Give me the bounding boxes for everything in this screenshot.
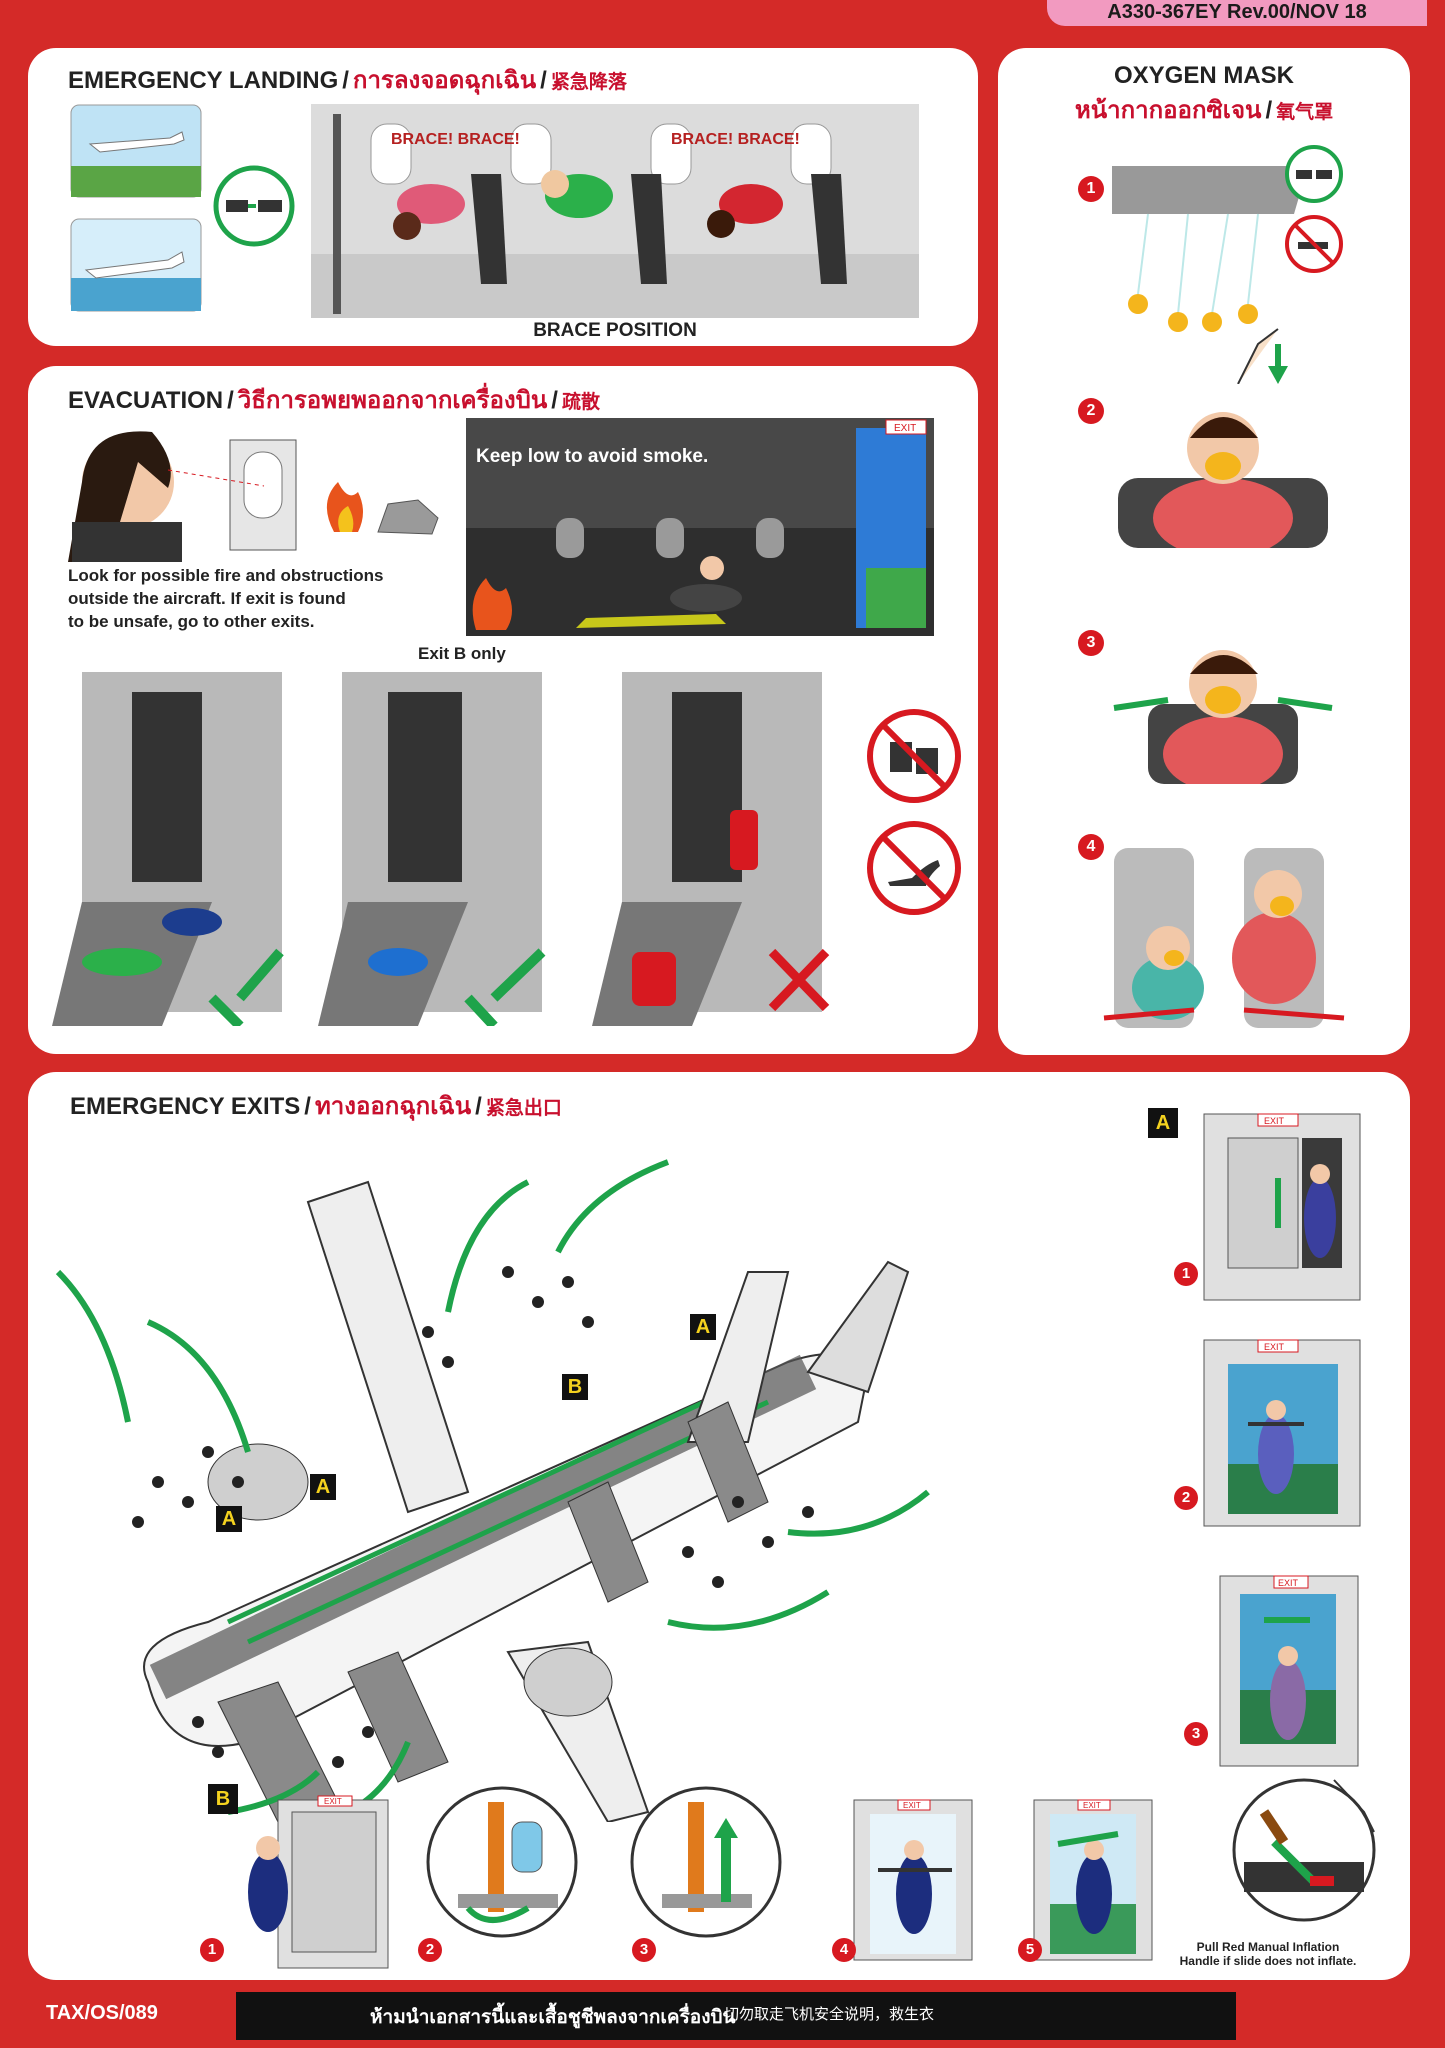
footer-notice-th: ห้ามนำเอกสารนี้และเสื้อชูชีพลงจากเครื่อง… [370,2007,736,2028]
brace-position-label: BRACE POSITION [533,320,697,341]
no-baggage-icon [867,709,961,803]
exit-b-step-1-number: 1 [200,1938,224,1962]
exit-a-step-1-sign: EXIT [1264,1116,1285,1126]
landing-title: EMERGENCY LANDING/การลงจอดฉุกเฉิน/紧急降落 [68,67,627,94]
oxygen-step-2-illustration [1118,412,1328,548]
exit-b-label: B [208,1784,238,1814]
emergency-landing-panel: EMERGENCY LANDING/การลงจอดฉุกเฉิน/紧急降落 [28,48,978,346]
oxygen-title-th: หน้ากากออกซิเจน [1074,97,1262,124]
exit-a-label: A [1148,1108,1178,1138]
exit-b-step-1-illustration: EXIT [248,1795,389,1969]
smoke-exit-sign: EXIT [894,423,916,434]
exit-b-step-3-illustration [630,1786,782,1938]
oxygen-mask-panel: OXYGEN MASK หน้ากากออกซิเจน/氧气罩 1 2 [998,48,1410,1055]
no-smoking-icon [1285,215,1343,273]
exit-b-only-label: Exit B only [418,644,506,663]
smoke-text: Keep low to avoid smoke. [476,446,709,467]
oxygen-masks-drop-illustration [1112,166,1308,384]
smoke-cabin-scene: EXIT [466,418,934,636]
exit-a-step-2-illustration: EXIT [1203,1339,1361,1527]
oxygen-step-4: 4 [1078,834,1104,860]
exit-a-step-3-illustration: EXIT [1219,1575,1359,1767]
exit-b-step-3-number: 3 [632,1938,656,1962]
oxygen-step-1: 1 [1078,176,1104,202]
exits-title-th: ทางออกฉุกเฉิน [314,1093,472,1120]
exit-a-step-1-illustration: EXIT [1203,1113,1361,1301]
footer-code: TAX/OS/089 [46,2002,158,2024]
exit-b-step-5-sign: EXIT [1083,1801,1101,1810]
evacuation-title-en: EVACUATION [68,387,224,414]
oxygen-title-sub: หน้ากากออกซิเจน/氧气罩 [1074,97,1334,124]
smoke-cabin-illustration: EXIT Keep low to avoid smoke. [466,418,934,636]
landing-title-en: EMERGENCY LANDING [68,67,339,94]
exits-title-zh: 紧急出口 [485,1098,562,1119]
exit-b-step-4-sign: EXIT [903,1801,921,1810]
slide-prohibited-illustration [592,672,830,1026]
landing-title-th: การลงจอดฉุกเฉิน [352,67,537,94]
exit-label-b-mid: B [562,1374,588,1400]
pull-handle-line-2: Handle if slide does not inflate. [1179,1954,1357,1968]
check-window-illustration [68,431,439,562]
emergency-exits-panel: EMERGENCY EXITS/ทางออกฉุกเฉิน/紧急出口 [28,1072,1410,1980]
look-outside-line-1: Look for possible fire and obstructions [68,566,384,585]
slide-seated-illustration [318,672,546,1026]
oxygen-step-4-illustration [1103,848,1345,1028]
oxygen-step-3: 3 [1078,630,1104,656]
footer-notice-bar [236,1992,1236,2040]
exit-b-step-5-number: 5 [1018,1938,1042,1962]
look-outside-text: Look for possible fire and obstructions … [68,564,383,633]
revision-label: A330-367EY Rev.00/NOV 18 [1047,0,1427,26]
pull-handle-line-1: Pull Red Manual Inflation [1196,1940,1340,1954]
exit-a-step-2-number: 2 [1174,1486,1198,1510]
brace-position-illustration: BRACE! BRACE! BRACE! BRACE! [311,104,919,318]
landing-title-zh: 紧急降落 [550,72,627,93]
evacuation-title-th: วิธีการอพยพออกจากเครื่องบิน [237,387,548,414]
exits-title-en: EMERGENCY EXITS [70,1093,301,1120]
oxygen-title-zh: 氧气罩 [1276,102,1334,123]
exit-b-step-5-illustration: EXIT [1033,1799,1153,1961]
look-outside-line-3: to be unsafe, go to other exits. [68,612,315,631]
exit-b-step-4-illustration: EXIT [853,1799,973,1961]
exit-label-a-mid: A [310,1474,336,1500]
evacuation-title: EVACUATION/วิธีการอพยพออกจากเครื่องบิน/疏… [68,387,600,414]
oxygen-step-2: 2 [1078,398,1104,424]
slide-jump-illustration [52,672,284,1026]
exit-a-step-3-number: 3 [1184,1722,1208,1746]
brace-shout-2: BRACE! BRACE! [671,131,800,148]
exits-title: EMERGENCY EXITS/ทางออกฉุกเฉิน/紧急出口 [70,1093,562,1120]
exit-b-step-1-sign: EXIT [324,1797,342,1806]
exit-a-step-1-number: 1 [1174,1262,1198,1286]
aircraft-exits-diagram [55,1159,930,1822]
brace-shout-1: BRACE! BRACE! [391,131,520,148]
plane-approach-image [70,104,202,198]
pull-handle-text: Pull Red Manual Inflation Handle if slid… [1128,1940,1408,1968]
seatbelt-icon [213,165,295,247]
seatbelt-sign-icon [1285,145,1343,203]
footer: TAX/OS/089 ห้ามนำเอกสารนี้และเสื้อชูชีพล… [0,1990,1445,2048]
exit-a-step-3-sign: EXIT [1278,1578,1299,1588]
evacuation-panel: EVACUATION/วิธีการอพยพออกจากเครื่องบิน/疏… [28,366,978,1054]
no-high-heels-icon [867,821,961,915]
manual-inflation-handle-illustration [1232,1778,1376,1922]
exit-label-a-front: A [216,1506,242,1532]
look-outside-line-2: outside the aircraft. If exit is found [68,589,346,608]
oxygen-step-3-illustration [1113,650,1333,784]
exit-b-step-2-number: 2 [418,1938,442,1962]
evacuation-title-zh: 疏散 [561,392,600,413]
exit-a-step-2-sign: EXIT [1264,1342,1285,1352]
oxygen-title-en: OXYGEN MASK [1113,62,1295,89]
exit-b-step-2-illustration [426,1786,578,1938]
plane-ditching-image [70,218,202,312]
exit-b-step-4-number: 4 [832,1938,856,1962]
footer-notice-zh: 切勿取走飞机安全说明，救生衣 [724,2006,935,2023]
exit-label-a-rear: A [690,1314,716,1340]
